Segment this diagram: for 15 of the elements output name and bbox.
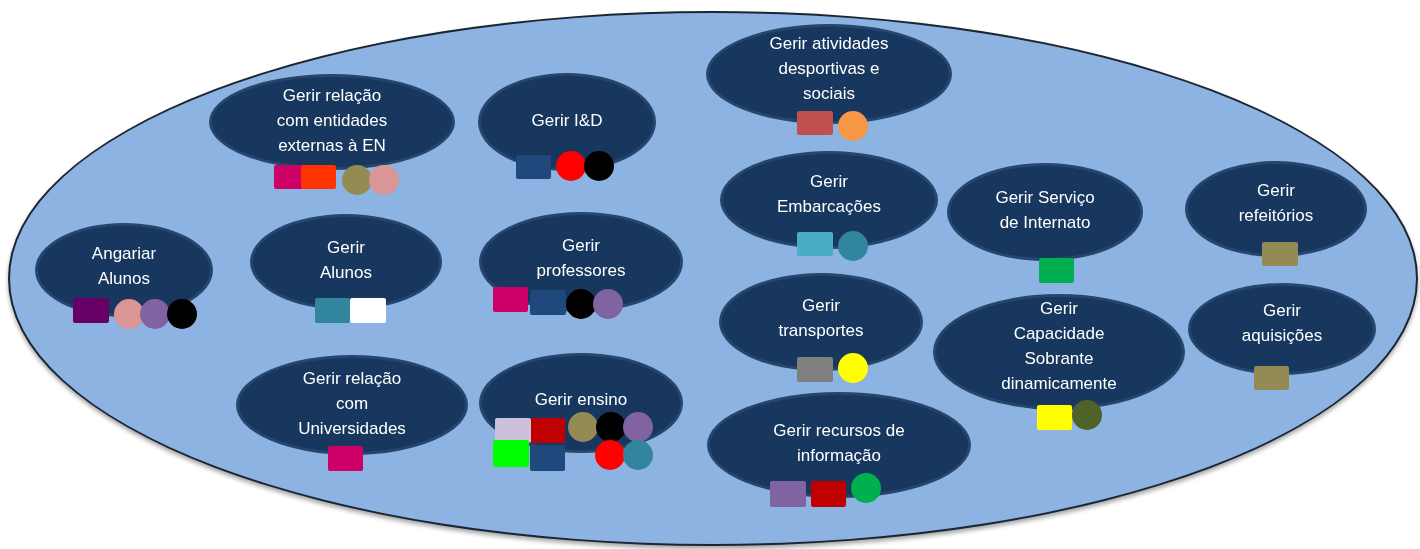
node-label: Gerir atividades desportivas e sociais bbox=[768, 32, 890, 105]
node-label: Gerir Alunos bbox=[319, 237, 373, 284]
node-label: Gerir Embarcações bbox=[776, 171, 882, 218]
node-label: Gerir professores bbox=[535, 235, 627, 282]
node-label: Gerir ensino bbox=[533, 388, 629, 411]
node-label: Angariar Alunos bbox=[90, 243, 158, 290]
node-label: Gerir relação com entidades externas à EN bbox=[275, 84, 389, 157]
node-label: Gerir I&D bbox=[530, 109, 604, 132]
node-label: Gerir Capacidade Sobrante dinamicamente bbox=[1000, 298, 1118, 395]
node-label: Gerir relação com Universidades bbox=[297, 367, 407, 440]
node-label: Gerir refeitórios bbox=[1237, 180, 1315, 227]
node-label: Gerir recursos de informação bbox=[772, 420, 906, 467]
node-label: Gerir Serviço de Internato bbox=[995, 187, 1095, 234]
node-label: Gerir aquisições bbox=[1240, 300, 1324, 347]
node-label: Gerir transportes bbox=[777, 295, 865, 342]
